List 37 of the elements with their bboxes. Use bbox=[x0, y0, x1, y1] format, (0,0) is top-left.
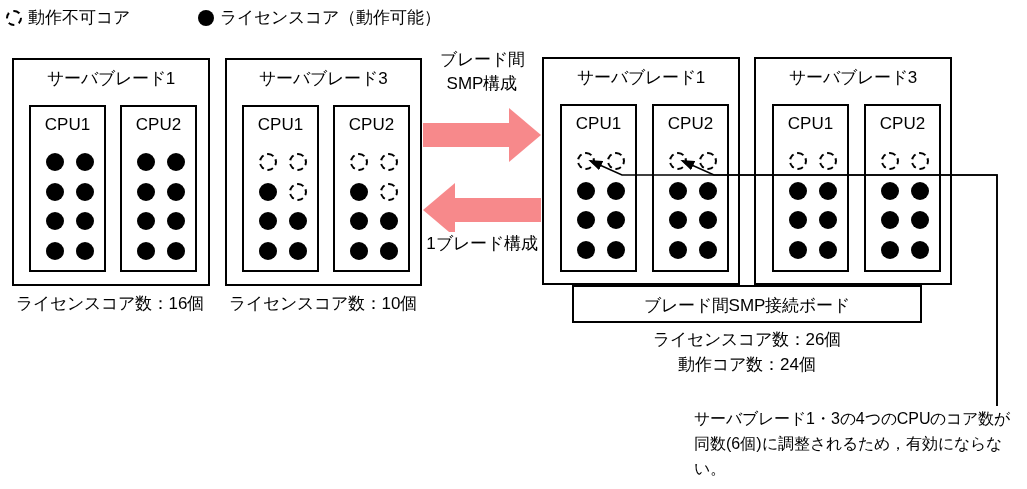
cpu-label: CPU2 bbox=[135, 115, 182, 135]
box-title: サーバブレード1 bbox=[576, 67, 706, 89]
box-title: ブレード間SMP接続ボード bbox=[643, 295, 851, 317]
legend-text: ライセンスコア（動作可能） bbox=[220, 7, 441, 29]
cpu-box bbox=[242, 105, 319, 272]
block-arrow bbox=[423, 108, 541, 162]
cpu-box bbox=[333, 105, 410, 272]
box-title: サーバブレード3 bbox=[259, 68, 388, 90]
box-title: サーバブレード3 bbox=[788, 67, 918, 89]
connection-board-box bbox=[572, 285, 922, 323]
server-blade-box bbox=[542, 57, 740, 285]
cpu-label: CPU2 bbox=[879, 114, 926, 134]
cpu-box bbox=[652, 104, 729, 272]
core-count-text: 動作コア数：24個 bbox=[677, 354, 817, 376]
core-count-text: ライセンスコア数：10個 bbox=[227, 293, 419, 315]
leader-line bbox=[680, 159, 998, 407]
server-blade-box bbox=[12, 58, 210, 286]
cpu-label: CPU1 bbox=[575, 114, 622, 134]
cpu-label: CPU1 bbox=[787, 114, 834, 134]
cpu-box bbox=[560, 104, 637, 272]
note-text: サーバブレード1・3の4つのCPUのコア数が同数(6個)に調整されるため，有効にならない。 bbox=[694, 406, 1016, 481]
cpu-label: CPU1 bbox=[257, 115, 304, 135]
cpu-label: CPU1 bbox=[44, 115, 91, 135]
server-blade-box bbox=[225, 58, 422, 286]
cpu-label: CPU2 bbox=[348, 115, 395, 135]
cpu-box bbox=[120, 105, 197, 272]
core-count-text: ライセンスコア数：26個 bbox=[651, 329, 843, 351]
dashed-circle-icon bbox=[669, 152, 687, 170]
cpu-box bbox=[29, 105, 106, 272]
server-blade-box bbox=[754, 57, 952, 285]
dashed-circle-icon bbox=[577, 152, 595, 170]
cpu-box bbox=[864, 104, 941, 272]
box-title: サーバブレード1 bbox=[46, 68, 176, 90]
legend-text: 動作不可コア bbox=[28, 7, 130, 29]
cpu-box bbox=[772, 104, 849, 272]
core-count-text: ライセンスコア数：16個 bbox=[14, 293, 206, 315]
cpu-label: CPU2 bbox=[667, 114, 714, 134]
